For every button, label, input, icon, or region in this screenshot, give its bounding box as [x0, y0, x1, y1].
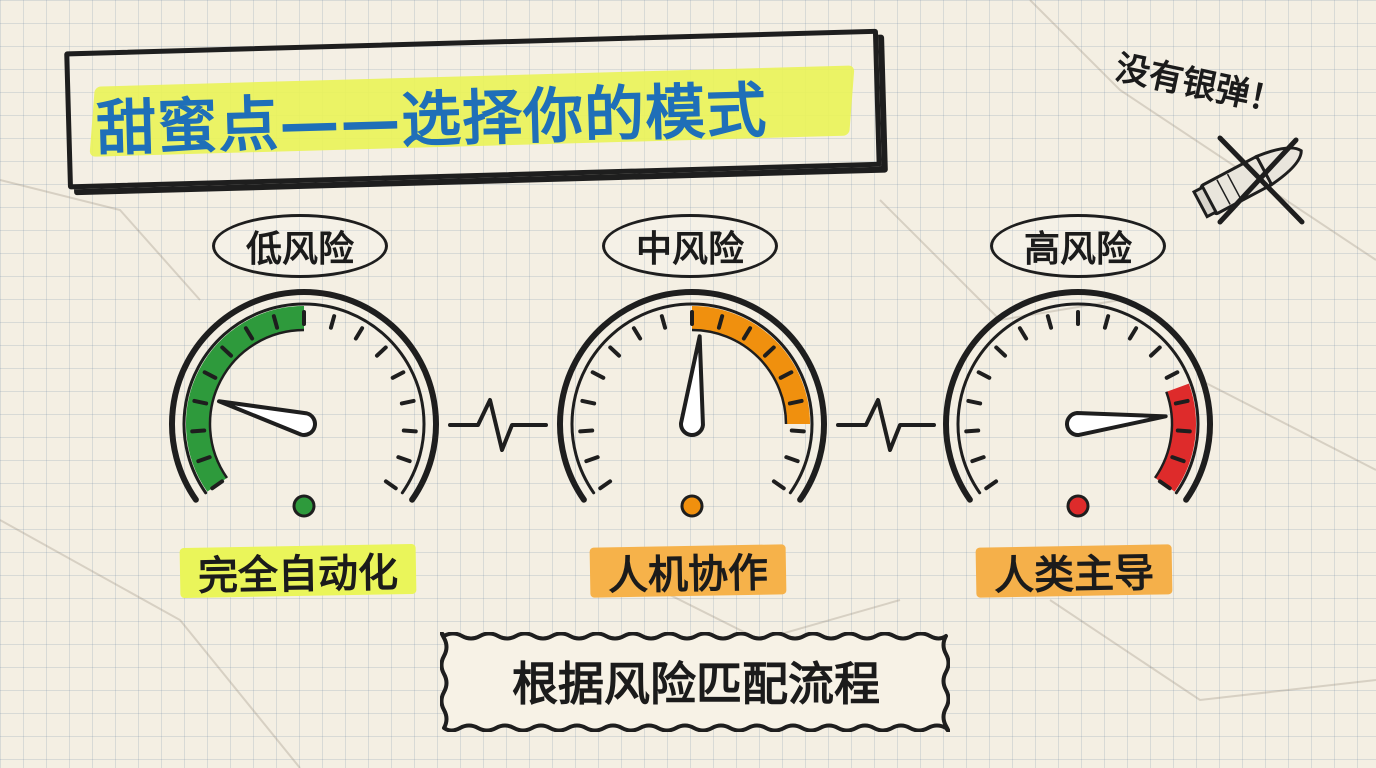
gauge-tick: [578, 428, 595, 434]
gauge-tick: [580, 398, 597, 406]
gauge-tick: [598, 479, 613, 491]
gauge-tick: [787, 398, 804, 406]
gauge-tick: [1170, 455, 1186, 464]
gauge-tick: [220, 345, 234, 358]
gauge-tick: [353, 326, 365, 341]
gauge-tick: [1017, 326, 1029, 341]
gauge-indicator-dot: [680, 494, 704, 518]
risk-pill-high: 高风险: [990, 214, 1166, 278]
gauge-tick: [631, 326, 643, 341]
gauge-tick: [970, 455, 986, 464]
mode-label-human-led: 人类主导: [975, 544, 1173, 599]
gauge-indicator-dot: [1066, 494, 1090, 518]
risk-pill-low: 低风险: [212, 214, 388, 278]
gauge-tick: [190, 428, 207, 434]
gauge-inner-ring: [570, 302, 814, 495]
gauge-tick: [741, 326, 753, 341]
gauge-tick: [202, 370, 218, 380]
gauge-tick: [976, 370, 992, 380]
gauge-tick: [374, 345, 388, 358]
gauge-color-band: [1154, 383, 1196, 492]
gauge-tick: [778, 370, 794, 380]
caption-frame: [440, 632, 950, 732]
connector-line: [836, 398, 936, 452]
gauge-outer-ring: [169, 289, 439, 503]
gauge-outer-ring: [943, 289, 1213, 503]
gauge-needle: [1064, 411, 1168, 437]
gauge-tick: [383, 479, 398, 491]
gauge-tick: [1157, 479, 1172, 491]
gauge-tick: [994, 345, 1008, 358]
gauge-tick: [1164, 370, 1180, 380]
gauge-tick: [789, 428, 806, 434]
gauge-tick: [771, 479, 786, 491]
gauge-tick: [328, 314, 337, 330]
gauge-tick: [401, 428, 418, 434]
gauge-low-risk: [169, 289, 439, 518]
bottom-caption: 根据风险匹配流程: [512, 657, 880, 711]
gauge-tick: [966, 398, 983, 406]
gauge-tick: [396, 455, 412, 464]
gauge-tick: [1127, 326, 1139, 341]
gauge-needle: [679, 334, 705, 438]
gauge-tick: [590, 370, 606, 380]
gauge-tick: [1173, 398, 1190, 406]
gauge-needle: [216, 399, 318, 438]
gauge-band-edge: [1153, 391, 1174, 479]
title-card: 甜蜜点——选择你的模式: [64, 28, 888, 194]
gauge-tick: [659, 314, 668, 330]
gauge-tick: [584, 455, 600, 464]
gauge-band-edge: [208, 328, 305, 479]
gauge-tick: [1175, 428, 1192, 434]
gauge-band-edge: [691, 328, 788, 425]
gauge-tick: [964, 428, 981, 434]
gauge-tick: [1148, 345, 1162, 358]
gauge-tick: [984, 479, 999, 491]
silver-bullet-note: 没有银弹！: [1112, 47, 1287, 123]
gauge-tick: [762, 345, 776, 358]
gauge-tick: [1102, 314, 1111, 330]
mode-label-full-automation: 完全自动化: [179, 543, 417, 600]
gauge-tick: [271, 314, 280, 330]
gauge-medium-risk: [557, 289, 827, 518]
risk-pill-medium: 中风险: [602, 214, 778, 278]
gauge-tick: [784, 455, 800, 464]
gauge-high-risk: [943, 289, 1213, 518]
gauge-inner-ring: [956, 302, 1200, 495]
gauge-tick: [390, 370, 406, 380]
gauge-tick: [608, 345, 622, 358]
gauge-tick: [716, 314, 725, 330]
gauge-tick: [196, 455, 212, 464]
gauge-tick: [399, 398, 416, 406]
connector-line: [448, 398, 548, 452]
gauge-tick: [243, 326, 255, 341]
gauge-indicator-dot: [292, 494, 316, 518]
gauge-outer-ring: [557, 289, 827, 503]
gauge-inner-ring: [182, 302, 426, 495]
crossed-bullet-icon: [1191, 135, 1305, 225]
gauge-tick: [210, 479, 225, 491]
gauge-tick: [1045, 314, 1054, 330]
gauge-tick: [192, 398, 209, 406]
mode-label-human-machine: 人机协作: [589, 544, 787, 599]
